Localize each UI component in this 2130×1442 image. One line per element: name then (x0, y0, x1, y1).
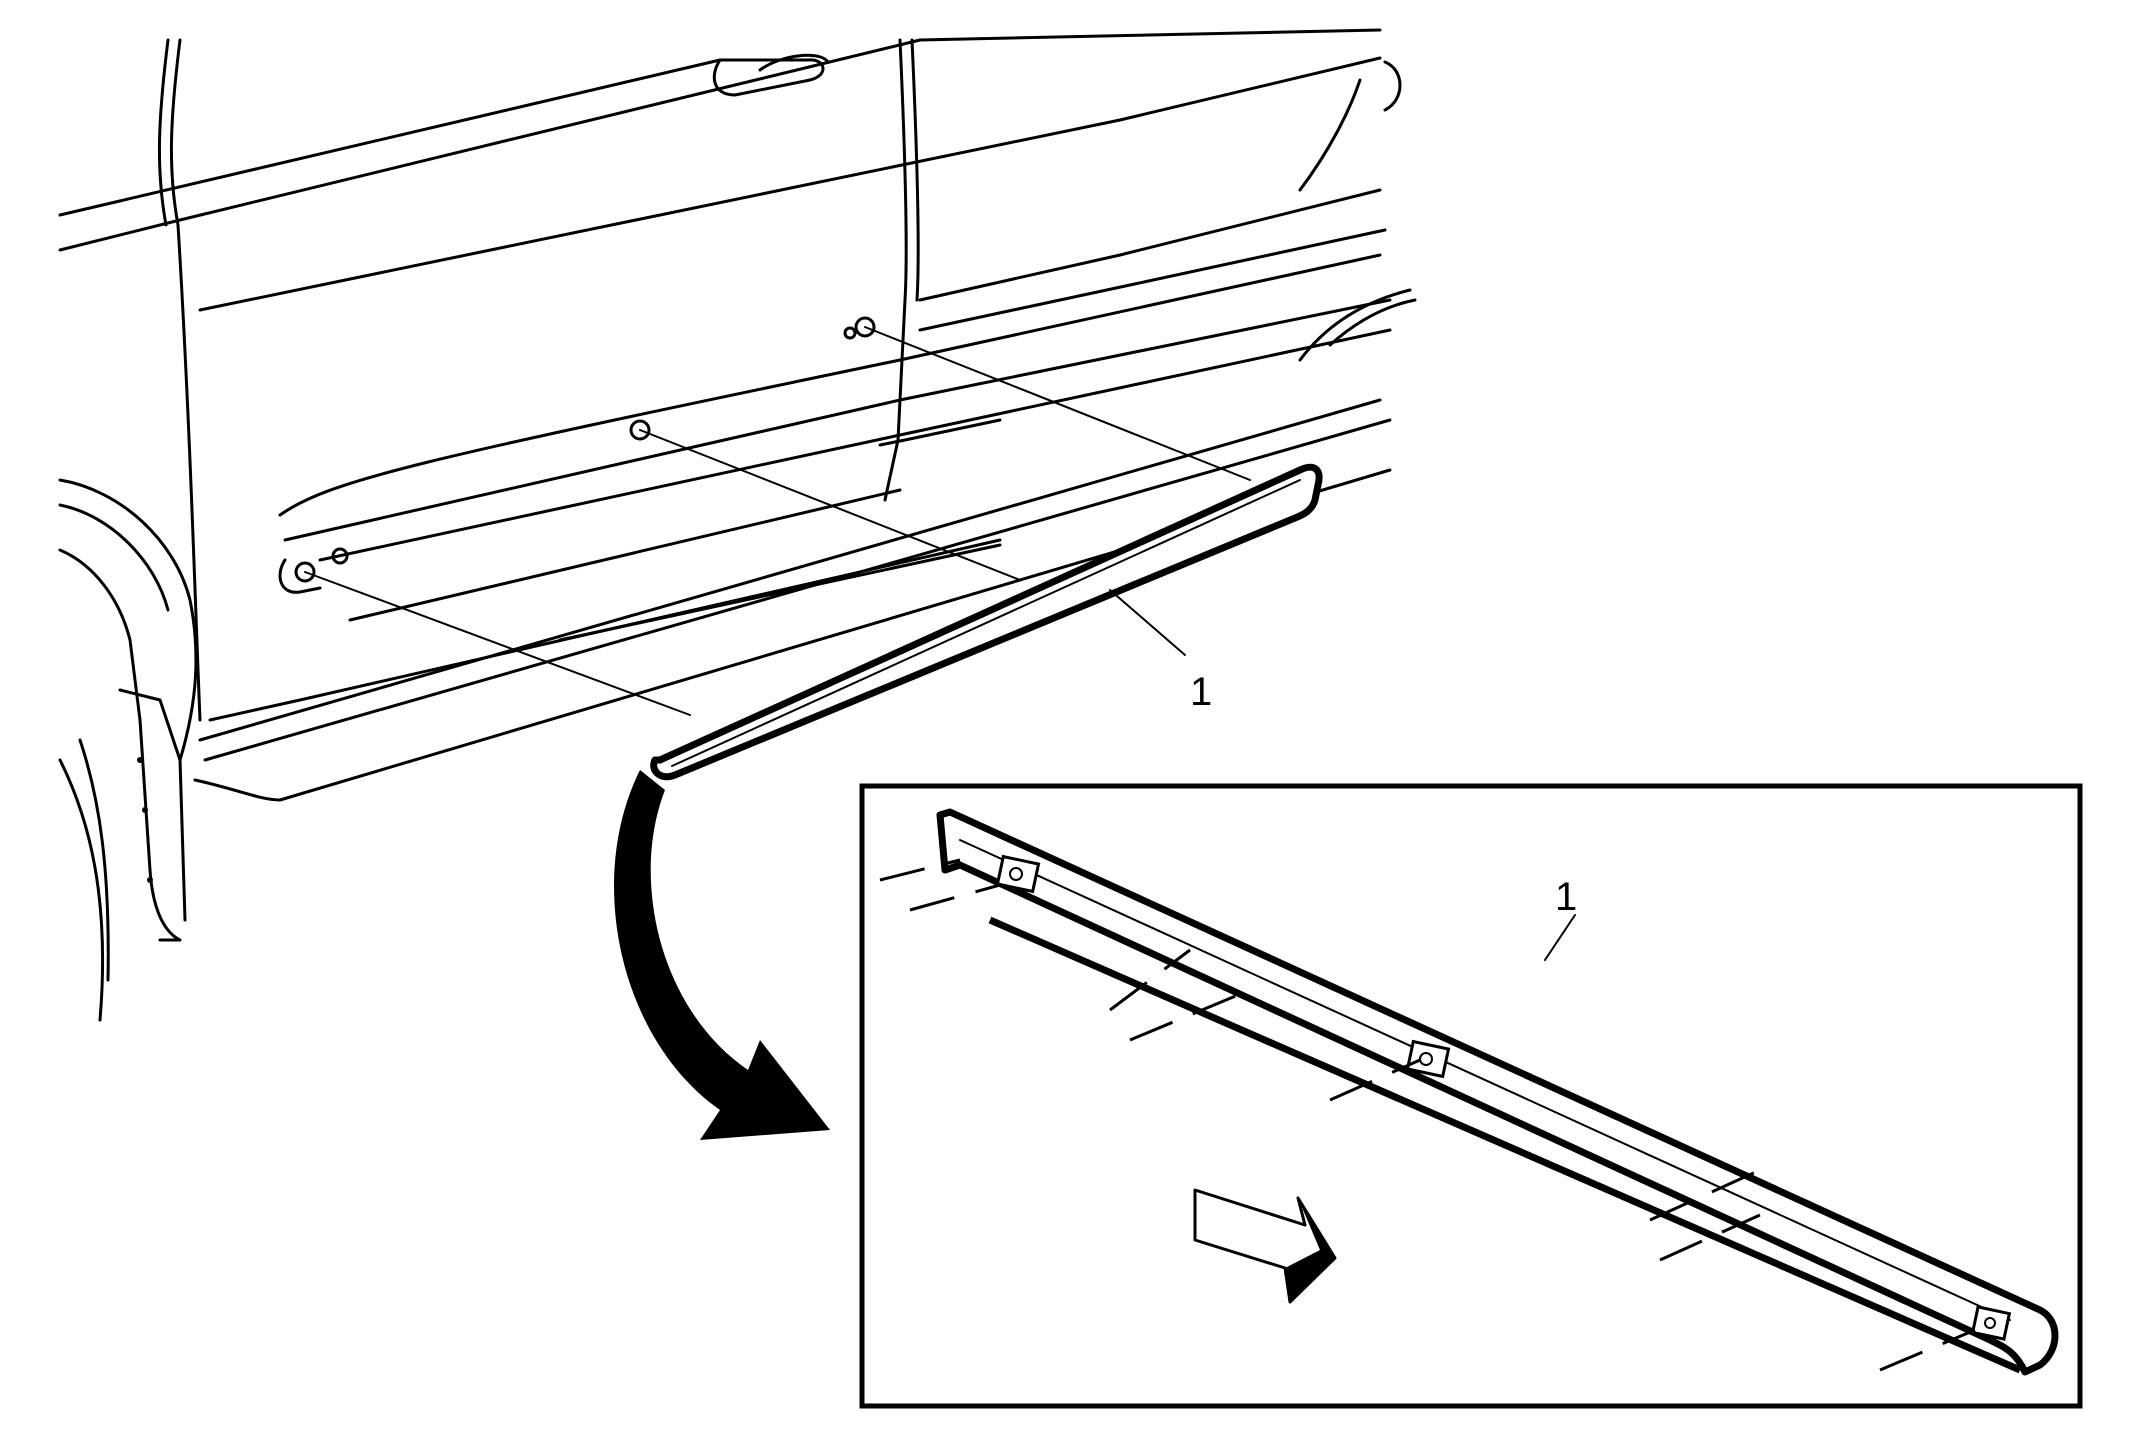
callout-detail-molding: 1 (1544, 875, 1577, 961)
body-side-molding (650, 463, 1323, 781)
clip-icon (1970, 1305, 2012, 1341)
inset-alignment-lines (879, 858, 1976, 1372)
inset-molding (936, 808, 2059, 1376)
callout-label-main: 1 (1190, 670, 1212, 714)
callout-label-detail: 1 (1555, 875, 1577, 919)
clip-icon (1405, 1039, 1451, 1079)
curved-arrow-icon (614, 770, 830, 1140)
vehicle-body (58, 28, 1417, 1022)
attachment-guide-lines (304, 326, 1251, 716)
direction-arrow-icon (1193, 1188, 1337, 1304)
detail-inset: 1 (859, 783, 2083, 1409)
clip-icon (995, 854, 1041, 894)
callout-main-molding: 1 (1109, 589, 1212, 714)
